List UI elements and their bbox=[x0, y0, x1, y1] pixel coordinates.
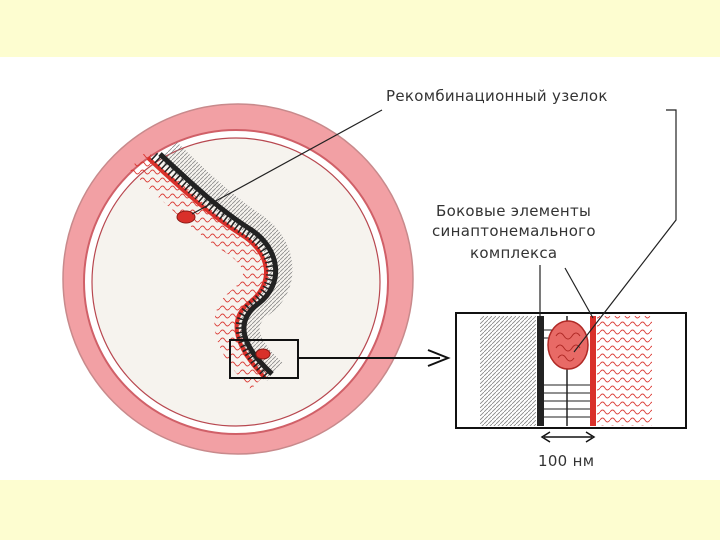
synaptonemal-complex bbox=[129, 141, 293, 390]
enlarged-lateral-dark bbox=[537, 316, 544, 426]
leader-line-nodule-left bbox=[191, 109, 383, 215]
lateral-element-dark bbox=[158, 152, 279, 376]
label-lateral-line1: Боковые элементы bbox=[436, 202, 592, 220]
enlarged-panel bbox=[455, 312, 687, 429]
scale-bar bbox=[540, 431, 596, 443]
chromatin-loops-dark bbox=[159, 141, 293, 381]
label-scale: 100 нм bbox=[538, 452, 595, 470]
recombination-nodule-small-2 bbox=[255, 348, 271, 360]
chromatin-loops-red bbox=[129, 150, 270, 390]
enlarged-lateral-red bbox=[590, 316, 596, 426]
label-lateral-line3: комплекса bbox=[470, 244, 558, 262]
transverse-filaments bbox=[150, 152, 276, 380]
lateral-element-red bbox=[146, 156, 268, 380]
enlarged-dark-chromatin bbox=[480, 316, 536, 426]
zoom-arrow-head bbox=[427, 349, 451, 367]
label-lateral-line2: синаптонемального bbox=[432, 222, 596, 240]
label-recombination-nodule: Рекомбинационный узелок bbox=[386, 87, 608, 105]
enlarged-red-chromatin bbox=[597, 316, 652, 426]
enlarged-recombination-nodule bbox=[547, 320, 589, 370]
nucleus bbox=[62, 103, 414, 455]
nucleoplasm bbox=[91, 137, 381, 427]
recombination-nodule-small bbox=[176, 210, 196, 224]
leader-line-nodule-right bbox=[573, 109, 677, 353]
nodule-texture bbox=[555, 332, 581, 362]
leader-line-lateral-right bbox=[564, 267, 594, 319]
